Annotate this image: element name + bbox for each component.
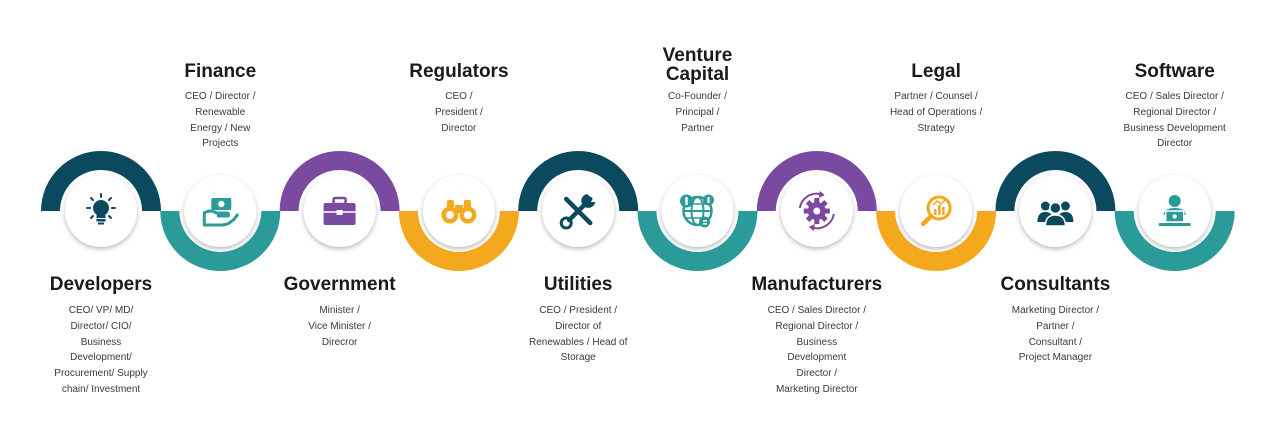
lightbulb-icon (86, 193, 116, 225)
software-title: Software (1134, 61, 1215, 82)
people-group-icon (1037, 201, 1074, 227)
venture-capital-title: Venture Capital (662, 45, 733, 85)
briefcase-icon (323, 196, 356, 225)
consultants-arc (995, 151, 1116, 211)
legal-arc (876, 211, 997, 271)
government-title: Government (283, 274, 396, 295)
tools-icon (559, 194, 596, 230)
developers-arc (41, 151, 161, 211)
timeline-start-tail (41, 210, 42, 212)
person-laptop-icon (1158, 195, 1191, 226)
regulators-arc (398, 211, 519, 271)
software-roles: CEO / Sales Director / Regional Director… (1123, 91, 1226, 150)
money-hand-icon (202, 198, 239, 227)
utilities-arc (518, 151, 639, 211)
government-roles: Minister / Vice Minister / Direcror (308, 305, 371, 348)
consultants-roles: Marketing Director / Partner / Consultan… (1011, 305, 1100, 364)
finance-roles: CEO / Director / Renewable Energy / New … (185, 91, 256, 150)
legal-title: Legal (911, 61, 961, 82)
government-arc (279, 151, 400, 211)
venture-capital-roles: Co-Founder / Principal / Partner (668, 91, 727, 134)
gear-cycle-icon (798, 191, 835, 231)
regulators-title: Regulators (409, 61, 509, 82)
developers-roles: CEO/ VP/ MD/ Director/ CIO/ Business Dev… (54, 305, 148, 395)
finance-arc (160, 211, 281, 271)
globe-currency-icon (680, 194, 714, 228)
legal-roles: Partner / Counsel / Head of Operations /… (889, 91, 983, 134)
venture-capital-arc (637, 211, 758, 271)
manufacturers-roles: CEO / Sales Director / Regional Director… (767, 305, 866, 395)
developers-title: Developers (49, 274, 153, 295)
finance-title: Finance (184, 61, 257, 82)
utilities-roles: CEO / President / Director of Renewables… (528, 305, 628, 364)
magnifier-chart-icon (920, 195, 952, 227)
utilities-title: Utilities (543, 274, 613, 295)
binoculars-icon (441, 200, 477, 224)
finance-node (184, 175, 257, 247)
consultants-title: Consultants (1000, 274, 1111, 295)
manufacturers-title: Manufacturers (751, 274, 883, 295)
regulators-roles: CEO / President / Director (434, 91, 483, 134)
software-arc (1114, 211, 1235, 271)
manufacturers-arc (756, 151, 877, 211)
